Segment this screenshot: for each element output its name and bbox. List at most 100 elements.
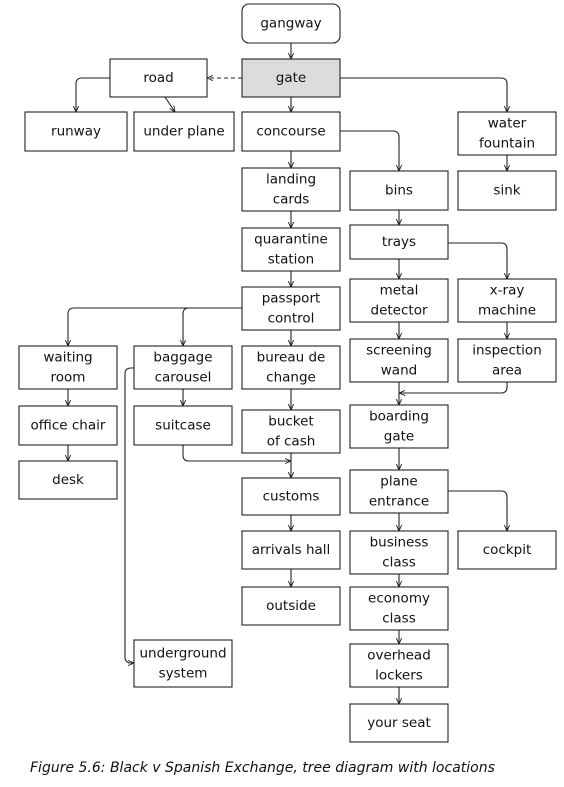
node-label: desk: [52, 472, 84, 488]
node-label: plane: [380, 474, 417, 490]
node-label: arrivals hall: [252, 542, 331, 558]
node-label: detector: [371, 303, 428, 319]
node-box: [241, 167, 341, 212]
node-label: boarding: [369, 409, 429, 425]
node-label: baggage: [153, 350, 212, 366]
node-label: fountain: [479, 136, 535, 152]
node-label: overhead: [367, 648, 431, 664]
node-box: [241, 286, 341, 331]
node-water-fountain: water fountain: [457, 111, 557, 156]
node-label: control: [268, 311, 315, 327]
node-box: [241, 477, 341, 516]
node-desk: desk: [18, 460, 118, 500]
node-bins: bins: [349, 170, 449, 211]
node-label: outside: [266, 598, 316, 614]
node-quarantine-station: quarantine station: [241, 227, 341, 272]
node-box: [349, 404, 449, 449]
node-boarding-gate: boarding gate: [349, 404, 449, 449]
node-sink: sink: [457, 170, 557, 211]
node-box: [349, 278, 449, 323]
node-label: room: [51, 370, 86, 386]
node-label: road: [143, 70, 173, 86]
node-label: concourse: [256, 124, 325, 140]
node-passport-control: passport control: [241, 286, 341, 331]
node-road: road: [109, 58, 208, 98]
node-suitcase: suitcase: [133, 405, 233, 446]
edges-layer: [68, 43, 507, 704]
node-label: your seat: [367, 715, 431, 731]
node-box: [349, 586, 449, 631]
node-box: [24, 111, 128, 152]
node-box: [457, 170, 557, 211]
edge-inspection-area-to-boarding-gate: [399, 382, 508, 393]
node-label: bucket: [268, 414, 313, 430]
node-box: [241, 3, 341, 44]
node-box: [133, 639, 233, 688]
node-label: passport: [262, 291, 321, 307]
node-outside: outside: [241, 586, 341, 626]
node-label: entrance: [369, 494, 429, 510]
node-label: customs: [263, 489, 320, 505]
node-box: [457, 111, 557, 156]
edge-suitcase-to-customs: [182, 445, 291, 461]
node-box: [109, 58, 208, 98]
edge-trays-to-x-ray-machine: [448, 242, 507, 279]
node-box: [349, 469, 449, 514]
node-label: runway: [51, 124, 101, 140]
node-box: [349, 643, 449, 688]
node-label: gate: [384, 429, 414, 445]
node-label: class: [382, 611, 416, 627]
node-landing-cards: landing cards: [241, 167, 341, 212]
node-cockpit: cockpit: [457, 530, 557, 570]
edge-road-to-runway: [76, 77, 110, 112]
node-box: [241, 111, 341, 152]
node-label: economy: [368, 591, 430, 607]
node-box: [241, 345, 341, 390]
node-label: station: [268, 252, 314, 268]
node-label: area: [492, 363, 522, 379]
node-label: change: [266, 370, 316, 386]
node-box: [133, 111, 235, 152]
node-your-seat: your seat: [349, 703, 449, 743]
node-gangway: gangway: [241, 3, 341, 44]
node-label: water: [488, 116, 527, 132]
node-label: system: [159, 666, 208, 682]
node-label: quarantine: [254, 232, 328, 248]
node-label: x-ray: [490, 283, 525, 299]
node-box: [241, 58, 341, 98]
node-box: [349, 530, 449, 575]
node-label: wand: [381, 363, 417, 379]
node-concourse: concourse: [241, 111, 341, 152]
node-label: sink: [493, 183, 520, 199]
edge-road-to-under-plane: [164, 96, 175, 112]
node-plane-entrance: plane entrance: [349, 469, 449, 514]
node-runway: runway: [24, 111, 128, 152]
edge-plane-entrance-to-cockpit: [448, 490, 507, 531]
node-box: [457, 278, 557, 323]
node-label: cards: [273, 192, 310, 208]
node-box: [133, 345, 233, 390]
node-label: metal: [380, 283, 419, 299]
node-box: [241, 227, 341, 272]
node-box: [18, 460, 118, 500]
node-box: [241, 530, 341, 570]
node-label: under plane: [143, 124, 224, 140]
node-label: landing: [266, 172, 316, 188]
node-box: [349, 224, 449, 260]
node-label: screening: [366, 343, 432, 359]
node-label: lockers: [375, 668, 423, 684]
node-box: [349, 338, 449, 383]
node-box: [457, 338, 557, 383]
node-box: [18, 405, 118, 446]
node-box: [241, 409, 341, 454]
node-under-plane: under plane: [133, 111, 235, 152]
node-box: [349, 703, 449, 743]
node-box: [18, 345, 118, 390]
